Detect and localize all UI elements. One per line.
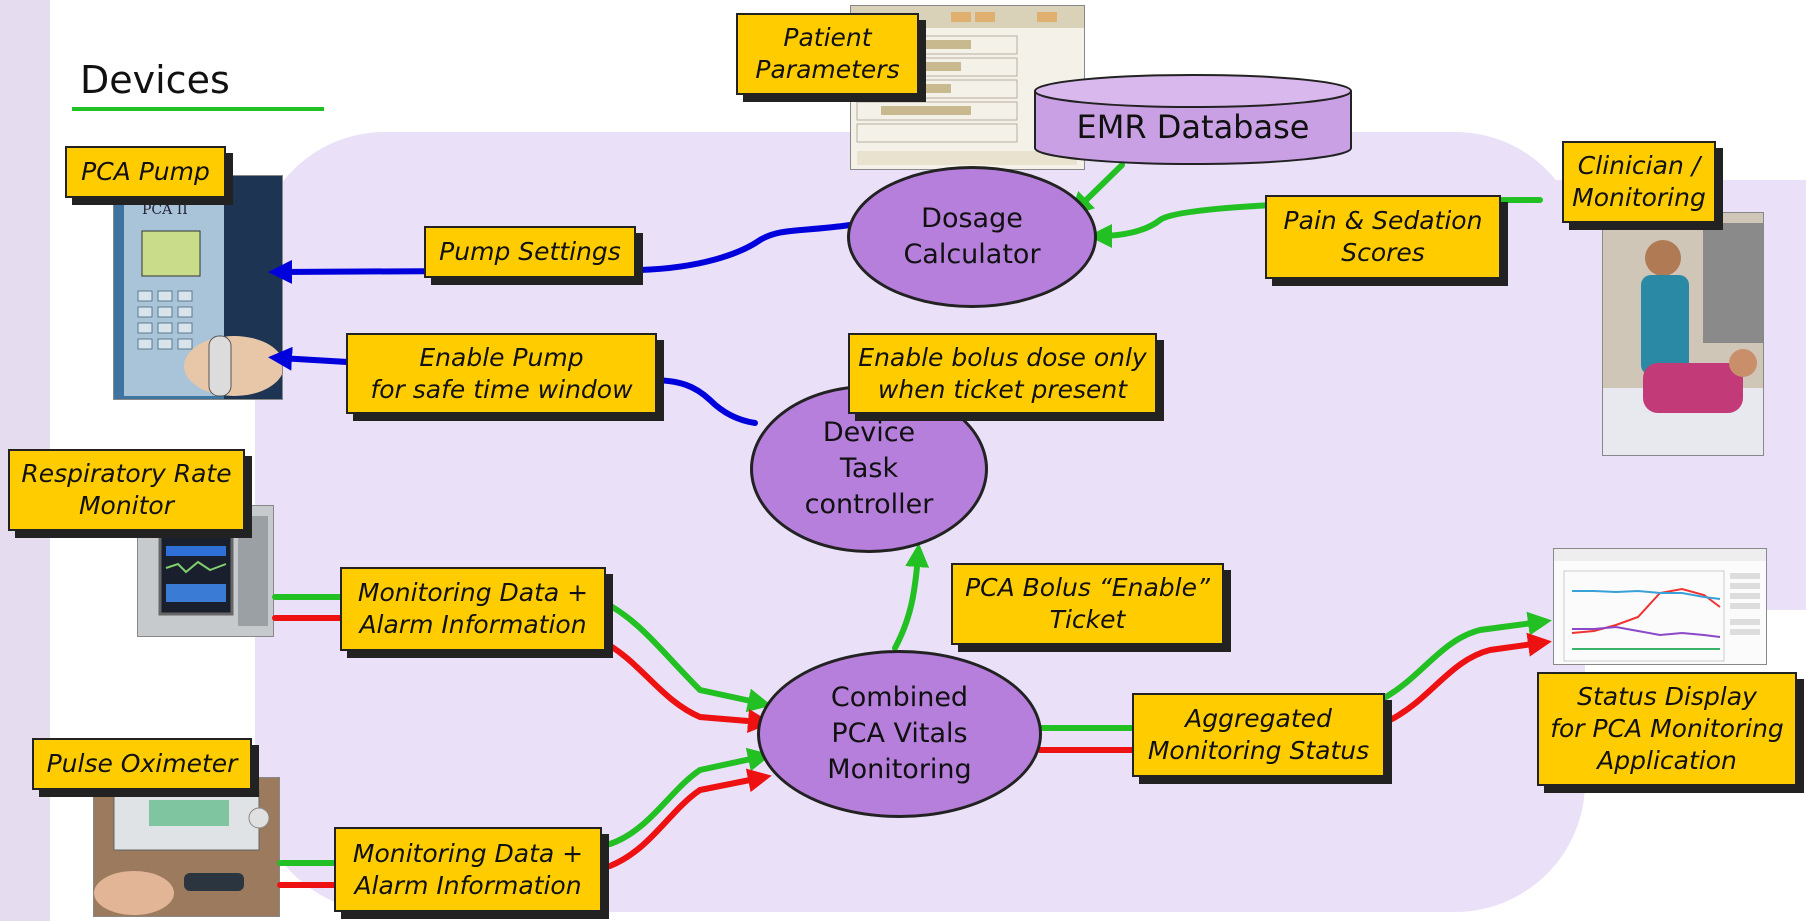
page-title: Devices <box>80 58 230 102</box>
respiratory-monitor-note: Respiratory Rate Monitor <box>8 449 245 531</box>
aggregated-status-red <box>1037 632 1552 753</box>
aggregated-status-note: Aggregated Monitoring Status <box>1132 693 1385 777</box>
pulse-oximeter-note: Pulse Oximeter <box>32 738 252 790</box>
monitoring-data-note-1: Monitoring Data + Alarm Information <box>340 567 606 651</box>
emr-to-calculator-connector <box>1069 162 1125 217</box>
bolus-ticket-note: PCA Bolus “Enable” Ticket <box>951 563 1224 645</box>
dosage-calculator-node: Dosage Calculator <box>847 166 1097 308</box>
pca-pump-graphic: PCA II <box>114 176 282 399</box>
enable-bolus-note: Enable bolus dose only when ticket prese… <box>848 333 1157 414</box>
pulse-oximeter-image <box>93 777 280 917</box>
pump-settings-note: Pump Settings <box>424 226 636 278</box>
status-display-image <box>1553 548 1767 665</box>
emr-database-label: EMR Database <box>1077 108 1310 146</box>
combined-monitoring-node: Combined PCA Vitals Monitoring <box>757 650 1042 818</box>
pump-brand-text: PCA II <box>142 202 188 218</box>
enable-pump-connector <box>268 346 758 426</box>
oximeter-data-red <box>277 768 772 888</box>
oximeter-data-green <box>277 747 772 866</box>
monitoring-data-note-2: Monitoring Data + Alarm Information <box>334 827 602 912</box>
pca-pump-image: PCA II <box>113 175 283 400</box>
pca-pump-note: PCA Pump <box>65 146 226 198</box>
pump-settings-connector <box>268 222 853 284</box>
patient-parameters-note: Patient Parameters <box>736 13 919 95</box>
status-display-note: Status Display for PCA Monitoring Applic… <box>1537 672 1797 786</box>
clinician-note: Clinician / Monitoring <box>1562 141 1716 223</box>
clinician-image <box>1602 212 1764 456</box>
emr-database-cylinder: EMR Database <box>1034 74 1352 165</box>
bolus-ticket-connector <box>892 543 930 651</box>
status-display-graphic <box>1554 549 1766 664</box>
clinician-graphic <box>1603 213 1763 455</box>
enable-pump-note: Enable Pump for safe time window <box>346 333 657 414</box>
pulse-oximeter-graphic <box>94 778 279 916</box>
pain-sedation-note: Pain & Sedation Scores <box>1265 195 1501 279</box>
title-underline <box>72 107 324 111</box>
